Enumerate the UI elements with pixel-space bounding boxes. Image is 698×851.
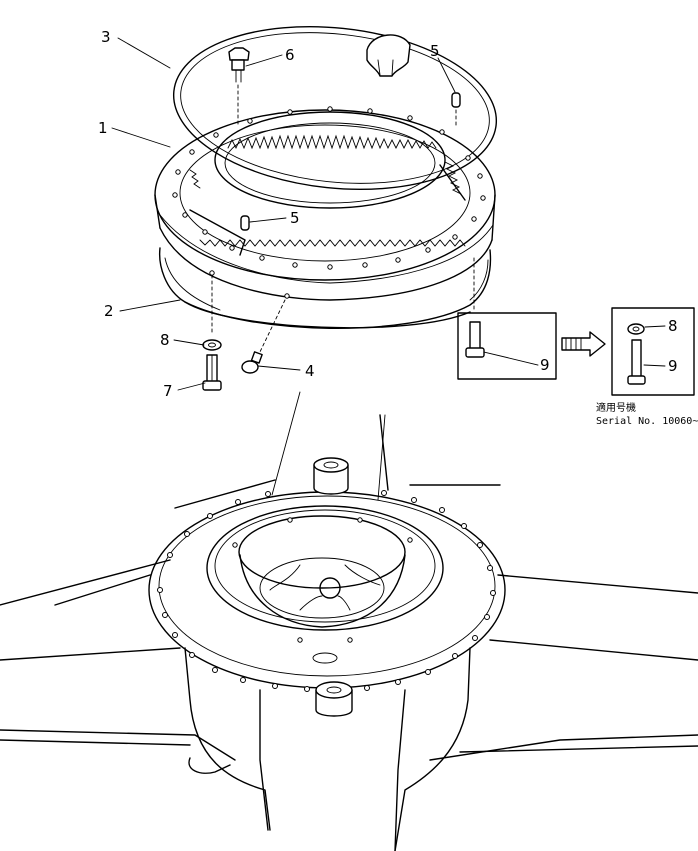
cover-ring xyxy=(172,25,498,191)
revolving-frame xyxy=(0,391,698,851)
leader-lines xyxy=(111,37,456,391)
callout-3: 3 xyxy=(101,28,111,46)
callout-2: 2 xyxy=(104,302,114,320)
inset-box-current xyxy=(457,312,557,380)
change-arrow xyxy=(561,331,606,357)
callout-5-upper: 5 xyxy=(430,42,440,60)
inset-box-new xyxy=(611,307,695,396)
washer-8 xyxy=(202,274,222,351)
bolt-holes-flange xyxy=(157,490,496,692)
dowel-pin-lower xyxy=(240,215,250,231)
callout-5-lower: 5 xyxy=(290,209,300,227)
bolt-7 xyxy=(202,354,222,391)
inset-callout-8: 8 xyxy=(668,317,678,335)
inset-callout-9: 9 xyxy=(668,357,678,375)
callout-8: 8 xyxy=(160,331,170,349)
bolt-6 xyxy=(228,47,250,127)
callout-6: 6 xyxy=(285,46,295,64)
swing-circle xyxy=(154,106,496,301)
serial-note-jp: 適用号機 xyxy=(596,401,636,414)
dowel-pin-upper xyxy=(451,92,461,129)
callout-7: 7 xyxy=(163,382,173,400)
bolt-holes-upper xyxy=(172,106,486,270)
serial-note-en: Serial No. 10060~ xyxy=(596,416,698,427)
outer-race xyxy=(158,247,492,329)
callout-9: 9 xyxy=(540,356,550,374)
grease-cap xyxy=(366,34,411,77)
callout-4: 4 xyxy=(305,362,315,380)
grease-fitting-4 xyxy=(241,299,286,374)
callout-1: 1 xyxy=(98,119,108,137)
